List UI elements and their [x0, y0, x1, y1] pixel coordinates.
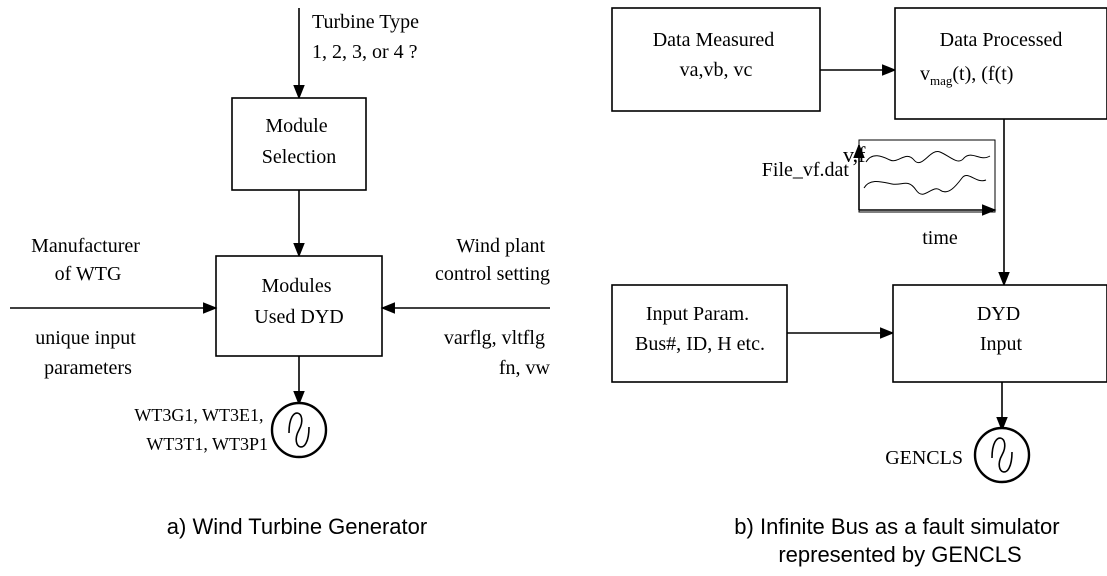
data-processed-box [894, 7, 1107, 120]
wind-plant-label: Wind plant control setting [435, 235, 550, 285]
data-processed-title: Data Processed [940, 29, 1063, 51]
sine-wave-icon-right [991, 437, 1013, 473]
input-param-box [611, 284, 788, 383]
waveform-upper [865, 151, 991, 163]
modules-used-box [215, 255, 383, 357]
file-label: File_vf.dat [762, 159, 850, 181]
data-measured-box [611, 7, 821, 112]
turbine-type-label: Turbine Type 1, 2, 3, or 4 ? [312, 11, 424, 63]
gencls-label: GENCLS [885, 447, 963, 469]
modules-used-label: Modules Used DYD [254, 275, 343, 328]
time-axis-label: time [922, 227, 958, 249]
caption-b: b) Infinite Bus as a fault simulator rep… [734, 514, 1065, 567]
sine-wave-icon [288, 412, 310, 448]
input-param-label: Input Param. Bus#, ID, H etc. [635, 303, 765, 355]
unique-input-label: unique input parameters [35, 327, 141, 379]
module-selection-box [231, 97, 367, 191]
vf-axis-label: v,f [843, 142, 866, 167]
models-label: WT3G1, WT3E1, WT3T1, WT3P1 [134, 405, 268, 454]
caption-a: a) Wind Turbine Generator [167, 514, 427, 539]
dyd-input-label: DYD Input [977, 303, 1025, 355]
dyd-input-box [892, 284, 1107, 383]
data-measured-label: Data Measured va,vb, vc [653, 29, 780, 81]
module-selection-label: Module Selection [262, 115, 336, 168]
vf-plot-frame [858, 139, 996, 213]
manufacturer-label: Manufacturer of WTG [31, 235, 145, 285]
flags-label: varflg, vltflg fn, vw [444, 327, 551, 379]
waveform-lower [863, 175, 987, 195]
data-processed-formula: vmag(t), (f(t) [920, 63, 1013, 88]
